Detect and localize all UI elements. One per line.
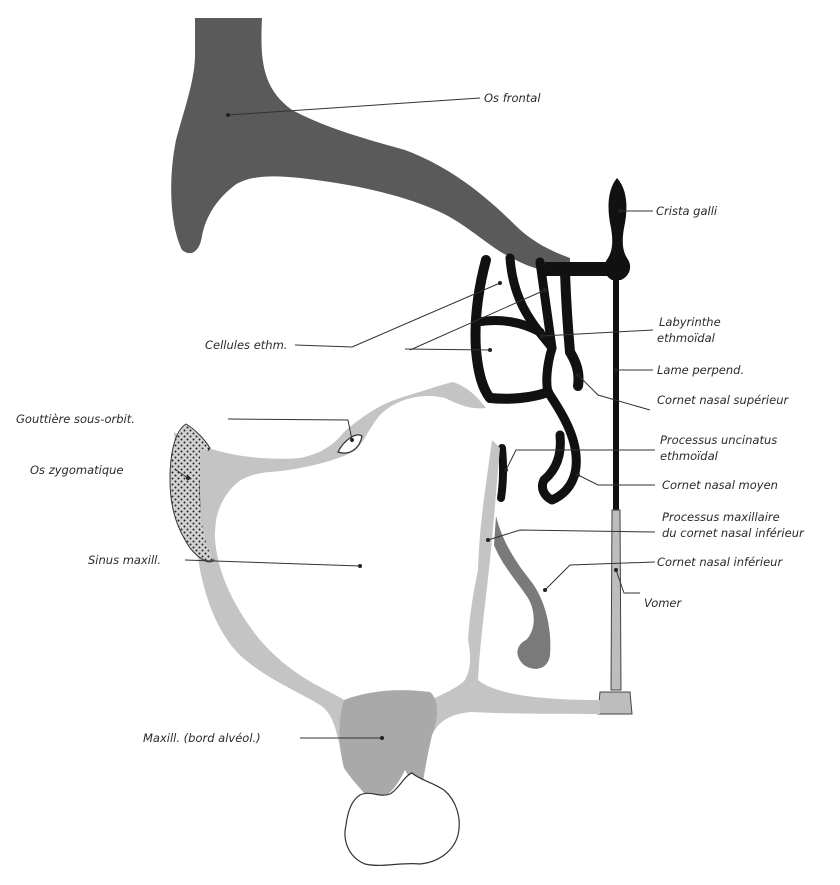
label-cornet-superieur: Cornet nasal supérieur [657, 393, 789, 407]
label-os-zygomatique: Os zygomatique [30, 463, 124, 477]
label-os-frontal: Os frontal [484, 91, 541, 105]
label-sinus-maxill: Sinus maxill. [88, 553, 161, 567]
label-labyrinthe-line1: Labyrinthe [659, 315, 721, 329]
label-labyrinthe-line2: ethmoïdal [657, 331, 716, 345]
label-crista-galli: Crista galli [656, 204, 718, 218]
frontal-bone [171, 18, 570, 272]
lame-perpendiculaire [613, 280, 619, 510]
label-processus-maxillaire-line2: du cornet nasal inférieur [662, 526, 805, 540]
vomer-bone [611, 510, 621, 690]
label-cornet-inferieur: Cornet nasal inférieur [657, 555, 783, 569]
label-processus-uncinatus-line2: ethmoïdal [660, 449, 719, 463]
label-maxill-bord: Maxill. (bord alvéol.) [143, 731, 261, 745]
zygomatic-light [200, 448, 272, 560]
cribriform-dash-2 [590, 264, 598, 270]
vomer-base [598, 692, 632, 714]
label-gouttiere: Gouttière sous-orbit. [16, 412, 135, 426]
label-cornet-moyen: Cornet nasal moyen [662, 478, 778, 492]
inferior-concha [494, 516, 550, 669]
label-vomer: Vomer [644, 596, 683, 610]
label-processus-uncinatus-line1: Processus uncinatus [660, 433, 777, 447]
cribriform-dash-1 [578, 264, 586, 270]
label-lame-perpend: Lame perpend. [657, 363, 744, 377]
label-processus-maxillaire-line1: Processus maxillaire [662, 510, 780, 524]
label-cellules-ethm: Cellules ethm. [205, 338, 287, 352]
